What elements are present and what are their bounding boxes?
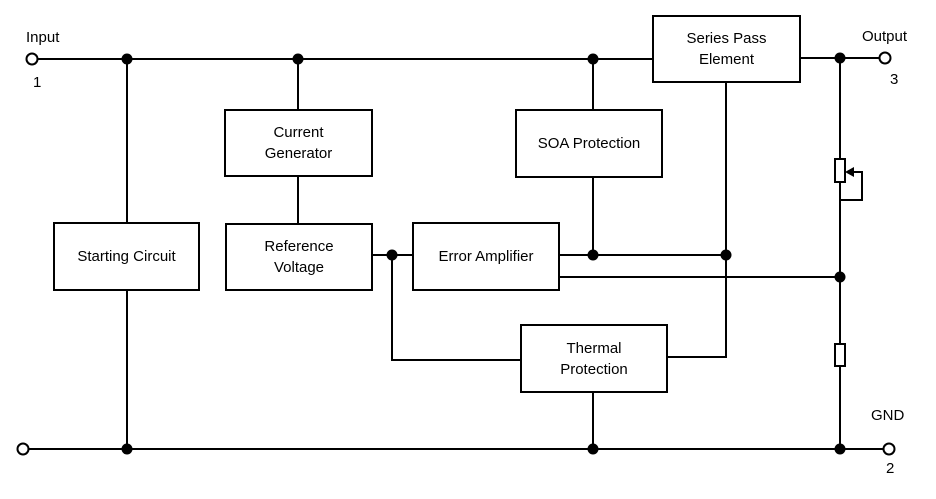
junction-dot <box>587 53 599 65</box>
wire-to-thermal-left <box>391 359 522 361</box>
block-starting-circuit: Starting Circuit <box>53 222 200 291</box>
block-reference-voltage: Reference Voltage <box>225 223 373 291</box>
junction-dot <box>121 53 133 65</box>
wire-wiper-vertical <box>861 171 863 201</box>
junction-dot <box>587 249 599 261</box>
junction-dot <box>834 271 846 283</box>
wire-rail-to-soa <box>592 58 594 111</box>
wire-error-feedback <box>558 276 842 278</box>
junction-dot <box>720 249 732 261</box>
wire-thermal-to-gnd <box>592 391 594 450</box>
wire-top-rail-left <box>38 58 653 60</box>
junction-dot <box>834 52 846 64</box>
resistor-body-icon <box>834 343 846 367</box>
wire-wiper-bottom <box>840 199 863 201</box>
input-terminal <box>25 52 39 66</box>
wire-starting-to-gnd <box>126 289 128 450</box>
output-pin: 3 <box>890 71 899 88</box>
block-soa-protection: SOA Protection <box>515 109 663 178</box>
wire-bottom-rail <box>29 448 883 450</box>
block-error-amplifier: Error Amplifier <box>412 222 560 291</box>
gnd-pin: 2 <box>886 460 895 477</box>
junction-dot <box>386 249 398 261</box>
gnd-terminal-left <box>16 442 30 456</box>
wire-output-divider <box>839 58 841 450</box>
input-label: Input <box>26 29 60 46</box>
gnd-terminal <box>882 442 896 456</box>
block-series-pass-element: Series Pass Element <box>652 15 801 83</box>
input-pin: 1 <box>33 74 42 91</box>
block-current-generator: Current Generator <box>224 109 373 177</box>
wire-error-drive <box>558 254 727 256</box>
output-terminal <box>878 51 892 65</box>
wire-thermal-right <box>666 356 727 358</box>
junction-dot <box>121 443 133 455</box>
junction-dot <box>292 53 304 65</box>
junction-dot <box>587 443 599 455</box>
wire-seriespass-down <box>725 81 727 358</box>
wire-rail-to-curgen <box>297 58 299 111</box>
wire-ref-node-drop <box>391 254 393 361</box>
wire-wiper-top <box>853 171 863 173</box>
junction-dot <box>834 443 846 455</box>
wire-curgen-to-ref <box>297 175 299 225</box>
block-thermal-protection: Thermal Protection <box>520 324 668 393</box>
output-label: Output <box>862 28 908 45</box>
wire-soa-to-drive <box>592 176 594 256</box>
potentiometer-wiper-arrow-icon <box>845 167 854 177</box>
gnd-label: GND <box>871 407 905 424</box>
wire-input-to-starting <box>126 58 128 224</box>
